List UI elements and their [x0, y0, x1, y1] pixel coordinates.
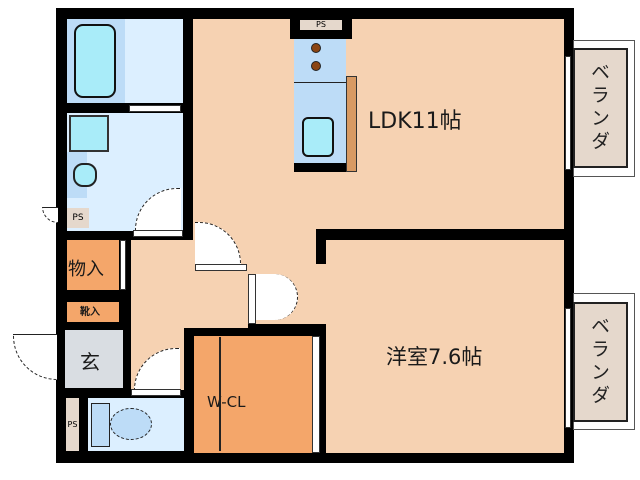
room-western — [326, 240, 564, 453]
entrance — [65, 330, 123, 388]
veranda-top-window[interactable] — [565, 56, 571, 170]
washroom-door-frame — [133, 230, 183, 237]
room-ldk — [193, 19, 564, 229]
bathroom-floor — [125, 19, 183, 103]
storage — [67, 240, 119, 290]
veranda-bottom — [573, 302, 628, 422]
bath-divider — [67, 103, 129, 113]
storage-label: 物入 — [68, 259, 104, 280]
walk-in-closet-label: W-CL — [207, 393, 246, 411]
veranda-top-label: ベランダ — [588, 62, 610, 154]
toilet-door-frame — [131, 389, 181, 396]
shoe-cabinet-label: 靴入 — [80, 307, 100, 318]
stove-burner-1 — [311, 43, 321, 53]
entrance-door[interactable] — [13, 334, 57, 380]
stove-burner-2 — [311, 61, 321, 71]
kitchen-sink — [302, 117, 334, 157]
ps-left-door[interactable] — [42, 207, 58, 223]
veranda-bottom-label: ベランダ — [588, 316, 610, 408]
walk-in-closet — [194, 336, 312, 453]
western-room-door[interactable] — [256, 274, 298, 320]
bath-door — [129, 105, 181, 112]
western-room-label: 洋室7.6帖 — [386, 345, 483, 369]
storage-door[interactable] — [120, 240, 126, 290]
kitchen-backsplash — [346, 76, 357, 172]
hanger-pole — [219, 337, 221, 451]
ps-bottom: PS — [66, 398, 79, 451]
western-door-frame — [248, 274, 256, 324]
veranda-bottom-window[interactable] — [565, 308, 571, 428]
kitchen-divider — [294, 82, 346, 83]
ps-left: PS — [67, 208, 89, 228]
sink — [73, 163, 97, 187]
washing-machine — [69, 115, 109, 152]
closet-sliding-door[interactable] — [312, 336, 320, 453]
toilet-bowl — [110, 408, 152, 440]
ldk-label: LDK11帖 — [368, 109, 462, 134]
ps-top: PS — [300, 20, 342, 30]
toilet-tank — [91, 403, 110, 447]
ldk-door-frame — [195, 264, 247, 271]
veranda-top — [573, 48, 628, 168]
bathtub — [74, 24, 116, 98]
shoe-cabinet — [67, 302, 119, 322]
entrance-label: 玄 — [80, 350, 100, 374]
